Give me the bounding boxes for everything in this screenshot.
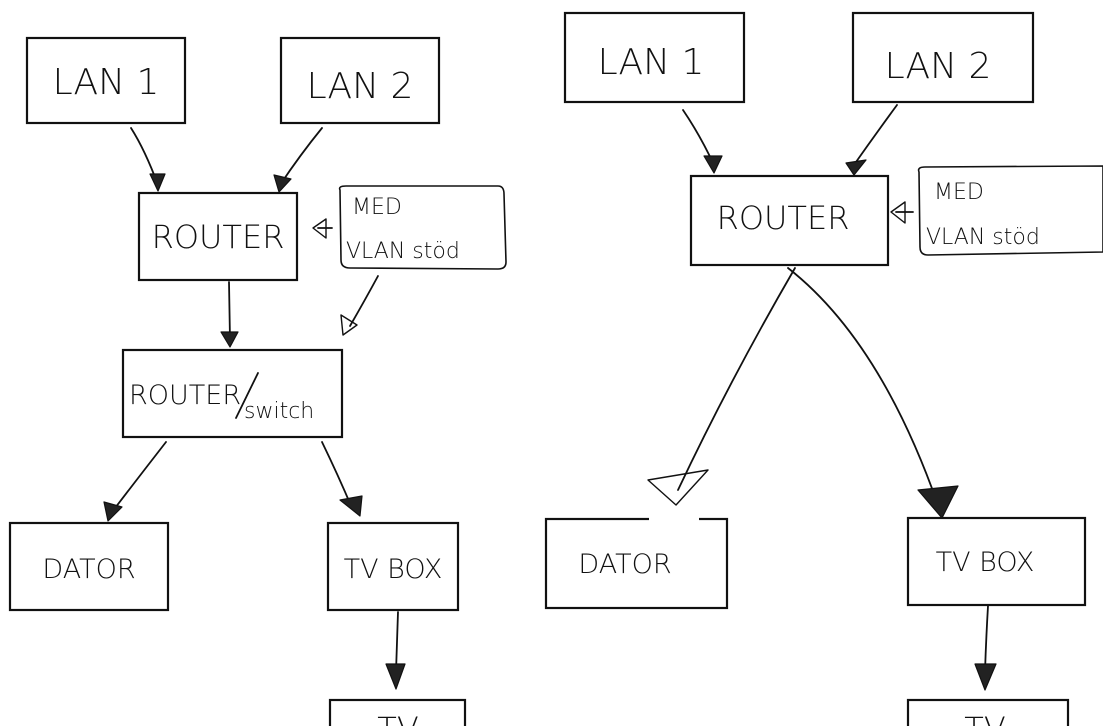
left-connector-switch-dator	[111, 441, 167, 513]
right-note-line1: MED	[934, 180, 984, 205]
left-lan1-label: LAN 1	[53, 62, 160, 103]
left-vlan-note: MED VLAN stöd	[338, 185, 507, 270]
left-connector-note-down	[349, 275, 379, 327]
right-router-label: ROUTER	[717, 199, 850, 237]
left-router-switch-label-a: ROUTER	[129, 380, 241, 411]
right-diagram: LAN 1 LAN 2 ROUTER MED VLAN stöd DATOR T…	[544, 11, 1103, 726]
left-dator-label: DATOR	[42, 554, 135, 585]
right-connector-router-dator	[677, 267, 796, 491]
left-router-switch-node: ROUTER switch	[121, 348, 344, 439]
left-lan2-node: LAN 2	[279, 36, 441, 125]
right-dator-node: DATOR	[544, 514, 729, 610]
right-arrowhead-router-from-lan1	[703, 155, 723, 174]
right-tv-node: TV	[906, 698, 1070, 726]
right-connector-lan2-router	[855, 104, 898, 163]
right-dator-label: DATOR	[578, 549, 671, 580]
left-connector-tvbox-tv	[395, 611, 399, 673]
right-note-line2: VLAN stöd	[926, 225, 1040, 250]
right-lan2-label: LAN 2	[885, 46, 992, 87]
left-router-switch-label-b: switch	[244, 399, 314, 424]
left-arrowhead-switch-from-router	[220, 331, 239, 348]
left-arrowhead-note-down	[340, 314, 358, 336]
right-arrowhead-tv	[974, 663, 997, 691]
right-lan1-label: LAN 1	[598, 42, 705, 83]
right-arrowhead-router-from-note	[890, 201, 906, 224]
right-arrowhead-router-from-lan2	[845, 159, 867, 176]
right-lan1-node: LAN 1	[563, 11, 746, 104]
left-lan2-label: LAN 2	[307, 66, 414, 107]
right-tv-label: TV	[964, 710, 1005, 726]
left-arrowhead-dator	[103, 501, 123, 522]
right-router-node: ROUTER	[689, 174, 890, 267]
left-arrowhead-router-from-note	[312, 218, 327, 239]
left-arrowhead-router-from-lan1	[149, 173, 166, 192]
right-arrowhead-tvbox	[917, 485, 959, 519]
right-connector-router-tvbox	[787, 267, 939, 506]
left-arrowhead-tvbox	[339, 495, 363, 517]
left-tvbox-node: TV BOX	[326, 521, 460, 612]
left-connector-lan2-router	[279, 127, 323, 186]
left-arrowhead-tv	[385, 663, 406, 690]
left-dator-node: DATOR	[8, 521, 170, 612]
left-tvbox-label: TV BOX	[344, 554, 443, 585]
left-note-line2: VLAN stöd	[346, 239, 460, 264]
right-vlan-note: MED VLAN stöd	[917, 165, 1103, 256]
left-connector-router-switch	[228, 281, 231, 341]
right-tvbox-node: TV BOX	[906, 516, 1087, 607]
left-router-label: ROUTER	[152, 218, 285, 256]
left-note-line1: MED	[352, 195, 402, 220]
left-router-node: ROUTER	[137, 191, 299, 282]
right-tvbox-label: TV BOX	[936, 547, 1035, 578]
right-connector-tvbox-tv	[984, 605, 989, 673]
left-lan1-node: LAN 1	[25, 36, 187, 125]
right-arrowhead-dator	[647, 469, 709, 506]
left-diagram: LAN 1 LAN 2 ROUTER MED VLAN stöd ROUTER …	[8, 36, 507, 726]
left-arrowhead-router-from-lan2	[273, 174, 292, 193]
left-tv-label: TV	[377, 710, 418, 726]
right-lan2-node: LAN 2	[851, 11, 1035, 104]
left-tv-node: TV	[328, 698, 467, 726]
